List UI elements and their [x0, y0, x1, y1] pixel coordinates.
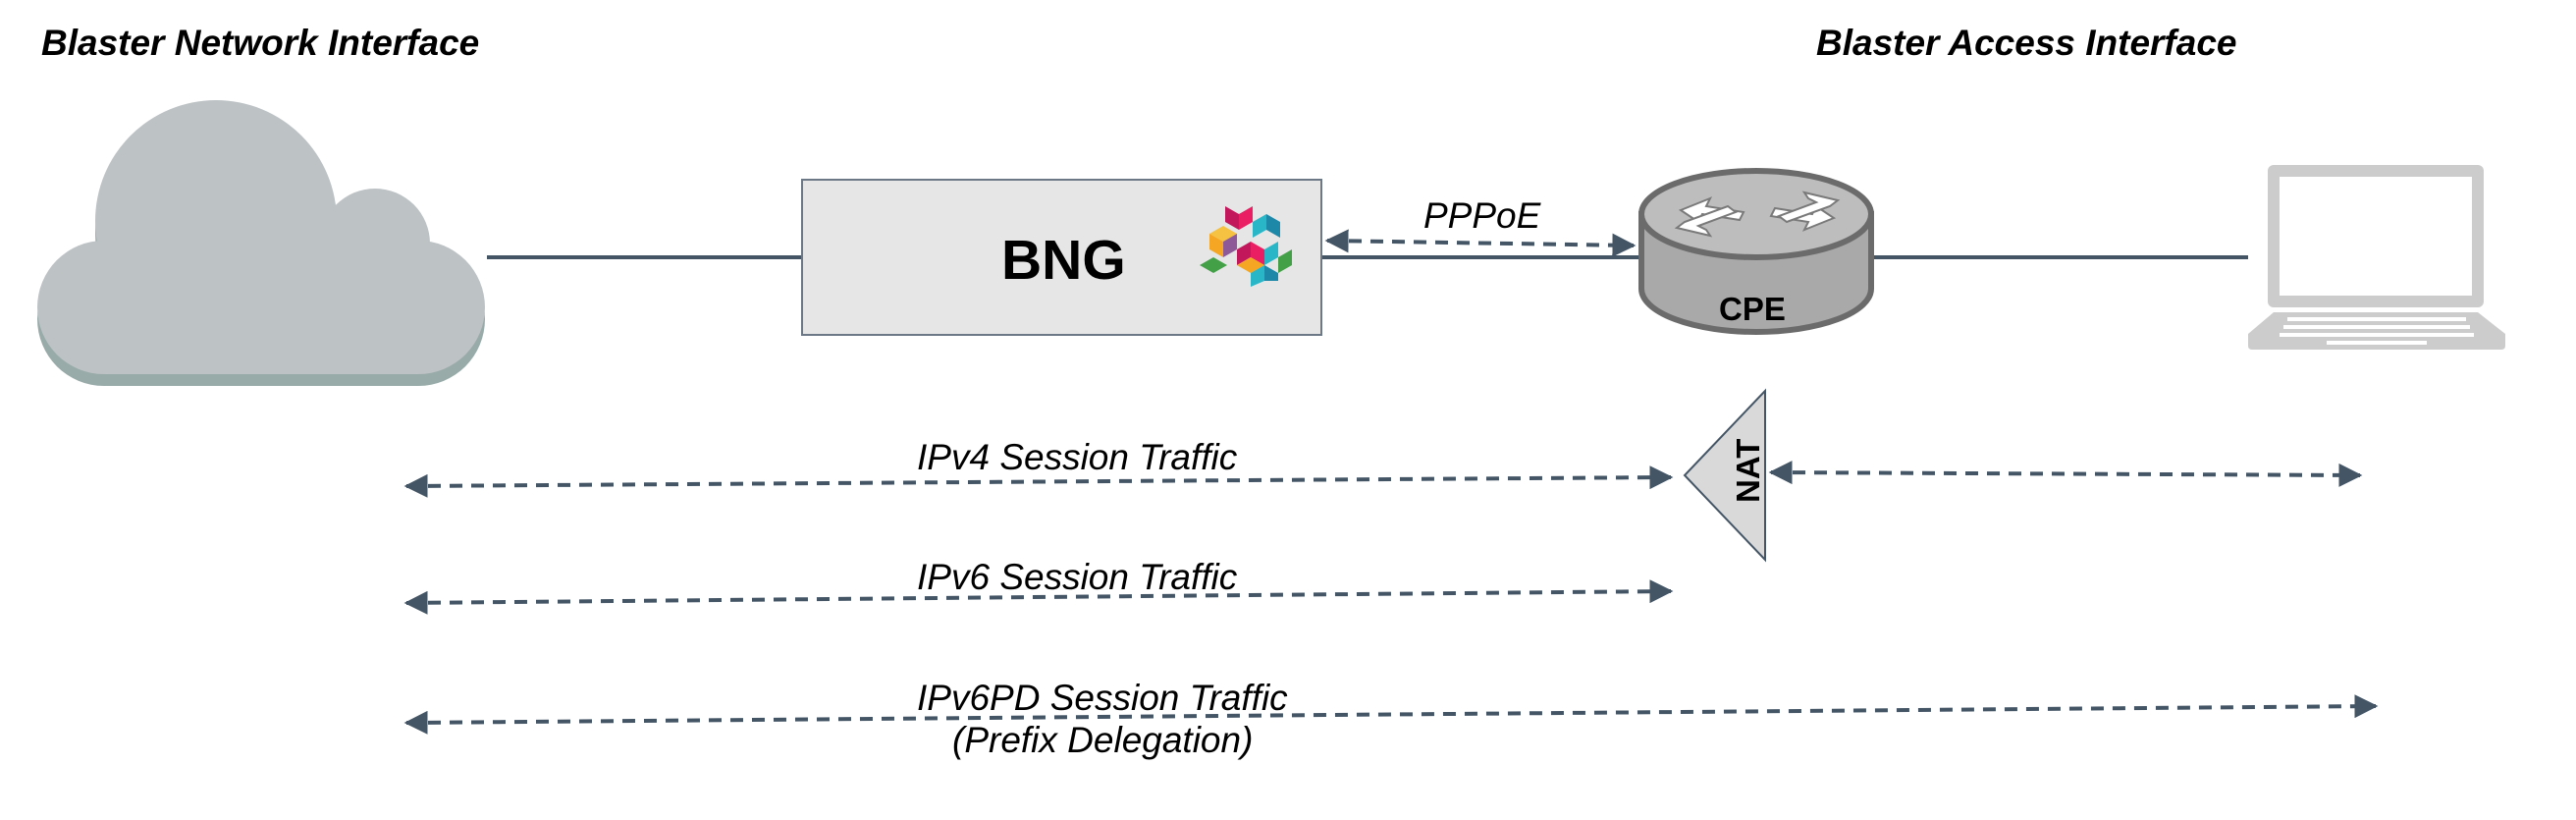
- pppoe-arrow: [1324, 229, 1637, 257]
- ipv6pd-flow-arrow: [403, 694, 2379, 735]
- access-interface-title: Blaster Access Interface: [1816, 23, 2236, 63]
- bng-node: BNG: [801, 179, 1322, 336]
- cpe-label: CPE: [1719, 291, 1786, 327]
- bng-label: BNG: [1001, 229, 1126, 292]
- nat-triangle-icon: NAT: [1683, 388, 1766, 563]
- ipv4-flow-label: IPv4 Session Traffic: [917, 437, 1238, 477]
- ipv6-flow-arrow: [403, 579, 1674, 615]
- pppoe-label: PPPoE: [1423, 195, 1542, 236]
- bng-logo-icon: [1200, 206, 1292, 287]
- cpe-router-icon: CPE: [1638, 168, 1874, 335]
- ipv4-flow-arrow: [403, 465, 1674, 498]
- ipv6pd-flow-label: IPv6PD Session Traffic: [917, 678, 1288, 718]
- laptop-icon: [2248, 165, 2505, 350]
- nat-label: NAT: [1730, 439, 1766, 503]
- ipv6pd-flow-sublabel: (Prefix Delegation): [952, 720, 1253, 760]
- network-interface-title: Blaster Network Interface: [41, 23, 479, 63]
- cloud-icon: [37, 100, 485, 386]
- ipv4-nat-access-arrow: [1768, 461, 2363, 487]
- ipv6-flow-label: IPv6 Session Traffic: [917, 557, 1238, 597]
